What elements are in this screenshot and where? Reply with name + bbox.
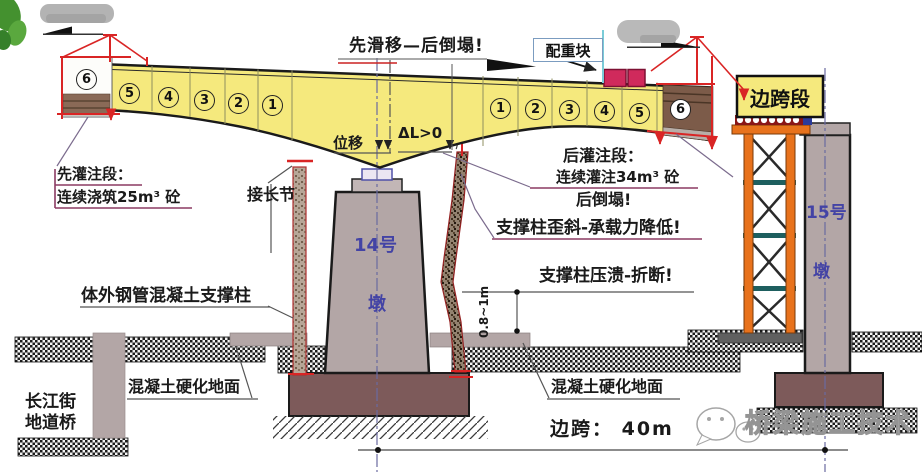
underpass-line1: 长江街 bbox=[25, 392, 76, 412]
span-dimension: 边跨： 40m bbox=[550, 418, 674, 440]
segment-right-4: 4 bbox=[594, 101, 615, 122]
segment-right-2: 2 bbox=[525, 99, 546, 120]
support-column-label: 体外钢管混凝土支撑柱 bbox=[81, 286, 251, 306]
segment-right-3: 3 bbox=[559, 100, 580, 121]
crush-note-label: 支撑柱压溃-折断! bbox=[539, 266, 673, 286]
first-pour-line2: 连续浇筑25m³ 砼 bbox=[57, 188, 181, 206]
dimension-lines bbox=[43, 26, 848, 472]
ground-label-left: 混凝土硬化地面 bbox=[128, 377, 241, 396]
temporary-truss-support bbox=[731, 114, 812, 334]
side-span-box bbox=[735, 74, 825, 119]
segment-right-6: 6 bbox=[670, 99, 691, 120]
leaf-icon bbox=[0, 0, 27, 50]
segment-left-3: 3 bbox=[194, 90, 215, 111]
pier14-number: 14号 bbox=[354, 235, 398, 256]
counterweight-blocks bbox=[602, 30, 646, 88]
segment-left-1: 1 bbox=[262, 95, 283, 116]
support-column-left bbox=[287, 159, 314, 376]
redacted-blob-left bbox=[40, 4, 114, 23]
underpass-wall bbox=[92, 332, 126, 439]
counterweight-label: 配重块 bbox=[533, 38, 603, 62]
ground-label-right: 混凝土硬化地面 bbox=[551, 377, 664, 396]
redacted-blob-right bbox=[617, 20, 680, 43]
traveler-right bbox=[646, 36, 750, 150]
segment-left-6: 6 bbox=[76, 69, 97, 90]
later-pour-line1: 后灌注段： bbox=[563, 146, 644, 165]
tilt-note-label: 支撑柱歪斜-承载力降低! bbox=[496, 218, 681, 238]
later-pour-line3: 后倒塌! bbox=[576, 190, 632, 209]
watermark-brand: 桥梁施工技术 bbox=[744, 409, 914, 440]
segment-right-5: 5 bbox=[629, 103, 650, 124]
displacement-label: 位移 bbox=[333, 134, 364, 152]
underpass-line2: 地道桥 bbox=[25, 413, 76, 433]
ground-left bbox=[14, 332, 326, 457]
segment-left-5: 5 bbox=[119, 83, 140, 104]
main-girder bbox=[83, 62, 714, 169]
segment-left-2: 2 bbox=[228, 93, 249, 114]
pier-15 bbox=[756, 122, 918, 434]
extension-joint-label: 接长节 bbox=[247, 185, 296, 204]
side-span-label: 边跨段 bbox=[750, 86, 810, 111]
wechat-icon bbox=[695, 407, 761, 446]
later-pour-line2: 连续灌注34m³ 砼 bbox=[556, 168, 680, 186]
segment-right-1: 1 bbox=[490, 98, 511, 119]
first-pour-line1: 先灌注段： bbox=[57, 165, 133, 183]
delta-label: ΔL>0 bbox=[398, 124, 443, 142]
pier15-text: 墩 bbox=[813, 262, 830, 282]
segment-left-4: 4 bbox=[158, 87, 179, 108]
height-dimension: 0.8~1m bbox=[477, 285, 492, 338]
leader-lines bbox=[54, 116, 734, 400]
slide-note-label: 先滑移—后倒塌! bbox=[349, 36, 484, 56]
pier15-number: 15号 bbox=[806, 203, 847, 223]
pier14-text: 墩 bbox=[368, 294, 386, 315]
